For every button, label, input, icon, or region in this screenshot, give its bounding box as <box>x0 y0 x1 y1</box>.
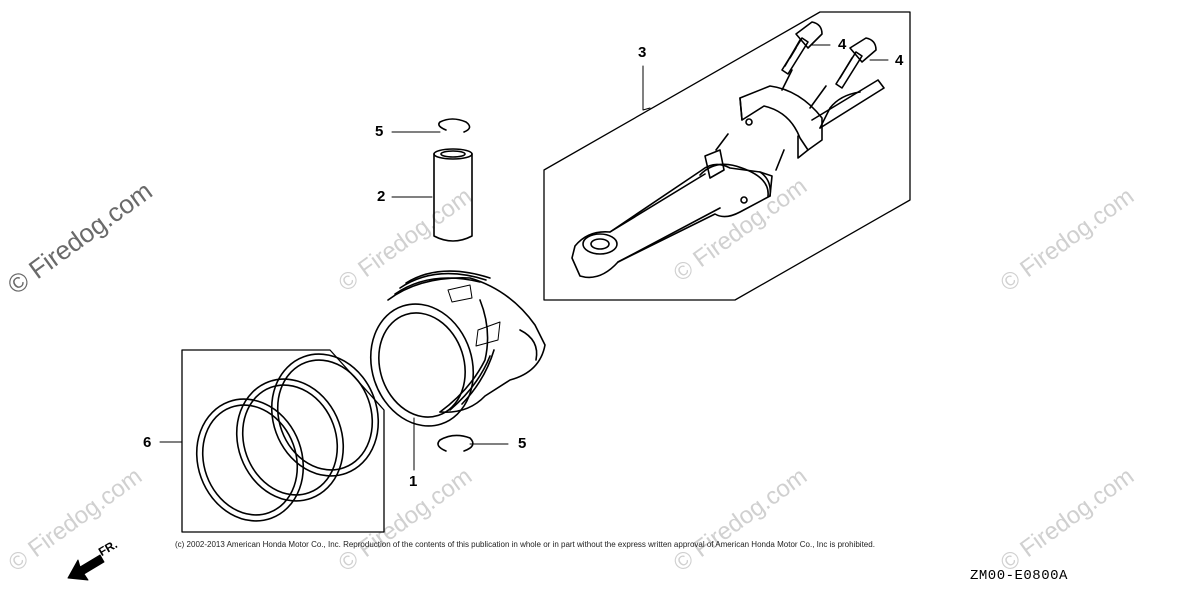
diagram-code: ZM00-E0800A <box>970 568 1068 584</box>
callout-4: 4 <box>838 36 847 53</box>
leader-line-3 <box>642 65 651 111</box>
piston-ring <box>195 398 305 522</box>
piston-rings-box <box>181 349 385 533</box>
piston-pin-clip <box>437 434 474 452</box>
callout-4: 4 <box>895 52 904 69</box>
connecting-rod-bolt <box>781 21 823 75</box>
callout-6: 6 <box>143 434 152 451</box>
callout-5: 5 <box>375 123 384 140</box>
front-arrow-icon <box>67 554 105 581</box>
callout-5: 5 <box>518 435 527 452</box>
connecting-rod-bolt <box>835 37 877 89</box>
connecting-rod-box <box>543 11 911 301</box>
piston-ring <box>235 378 345 502</box>
connecting-rod <box>571 69 885 279</box>
copyright-notice: (c) 2002-2013 American Honda Motor Co., … <box>175 540 875 549</box>
piston-pin <box>433 148 473 242</box>
callout-1: 1 <box>409 473 418 490</box>
callout-3: 3 <box>638 44 647 61</box>
piston <box>369 270 546 427</box>
callout-2: 2 <box>377 188 386 205</box>
piston-pin-clip <box>438 118 471 133</box>
piston-ring <box>270 353 380 477</box>
